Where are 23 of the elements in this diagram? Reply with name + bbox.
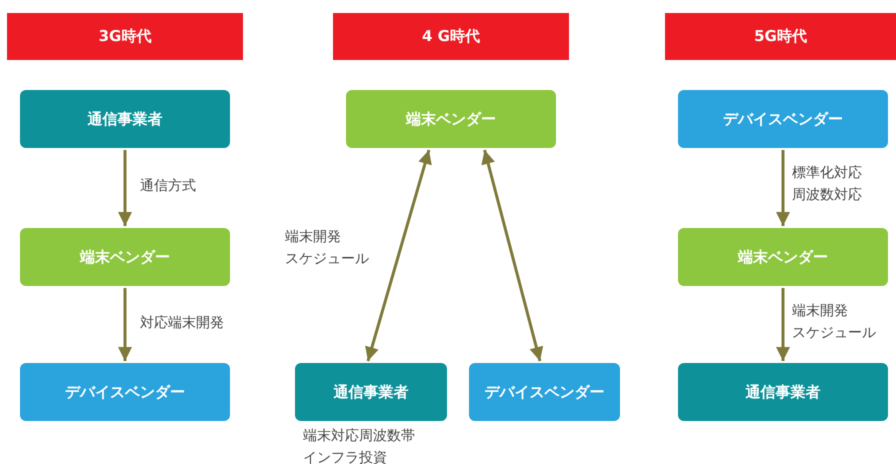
header-banner: 5G時代 — [665, 13, 896, 60]
header-banner: 4 G時代 — [333, 13, 569, 60]
arrow — [365, 150, 432, 362]
edge-label: 標準化対応周波数対応 — [792, 164, 862, 205]
process-box: デバイスベンダー — [469, 363, 620, 421]
process-box: 通信事業者 — [20, 90, 230, 148]
process-box: 端末ベンダー — [678, 228, 888, 286]
edge-label: 端末開発スケジュール — [792, 302, 876, 343]
header-banner: 3G時代 — [7, 13, 243, 60]
process-box: 端末ベンダー — [20, 228, 230, 286]
arrow — [776, 150, 790, 226]
arrow — [118, 150, 132, 226]
edge-label: 通信方式 — [140, 177, 196, 196]
process-box: 通信事業者 — [295, 363, 447, 421]
process-box: 通信事業者 — [678, 363, 888, 421]
edge-label: 端末開発スケジュール — [285, 228, 369, 269]
process-box: デバイスベンダー — [20, 363, 230, 421]
edge-label: 対応端末開発 — [140, 314, 224, 333]
process-box: 端末ベンダー — [346, 90, 556, 148]
process-box: デバイスベンダー — [678, 90, 888, 148]
arrow — [118, 288, 132, 361]
arrow — [481, 150, 544, 362]
arrow — [776, 288, 790, 361]
